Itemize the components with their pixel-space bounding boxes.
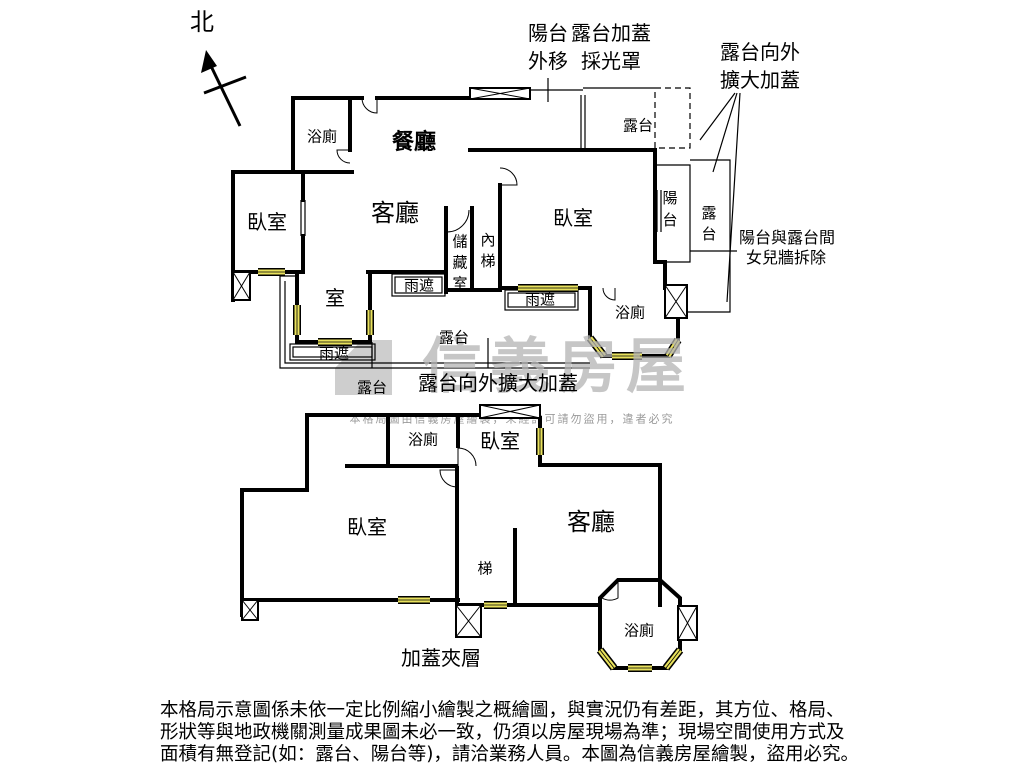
room-label-bedroom: 臥室	[347, 515, 387, 539]
window-box	[479, 404, 541, 419]
window	[664, 337, 682, 359]
callout-terrace-skylight-line1: 露台加蓋	[571, 21, 651, 45]
room-label-bathroom: 浴廁	[614, 303, 646, 322]
window-box	[241, 599, 259, 621]
north-arrow-head	[201, 50, 217, 73]
window-box-cross	[232, 271, 251, 301]
door-swing	[361, 97, 378, 114]
terrace-extended-note: 露台向外擴大加蓋	[418, 371, 578, 395]
room-label-terrace: 露台	[438, 328, 470, 347]
door-swing	[602, 287, 616, 301]
disclaimer-line: 本格局示意圖係未依一定比例縮小繪製之概繪圖，與實況仍有差距，其方位、格局、	[160, 700, 845, 721]
disclaimer-line: 形狀等與地政機關測量成果圖未必一致，仍須以房屋現場為準；現場空間使用方式及	[160, 722, 845, 743]
watermark-brand: 信義房屋	[422, 332, 694, 402]
callout-terrace-skylight-line2: 採光罩	[581, 49, 641, 73]
window-mullion	[599, 649, 615, 669]
room-label-balcony: 陽台	[660, 190, 679, 234]
extension-dashed-outline	[654, 87, 691, 149]
room-label-bedroom: 臥室	[480, 429, 520, 453]
callout-balcony-moved-line2: 外移	[528, 49, 568, 73]
canopy-outline	[391, 273, 446, 297]
room-label-canopy: 雨遮	[403, 276, 435, 295]
mezzanine-caption: 加蓋夾層	[401, 646, 481, 670]
canopy-box-1	[391, 273, 446, 297]
room-label-bedroom: 臥室	[553, 206, 593, 230]
north-arrow-icon	[201, 50, 247, 127]
room-label-stairs: 梯	[477, 559, 493, 578]
door-swing	[457, 447, 477, 467]
callout-balcony-moved-line1: 陽台	[528, 21, 568, 45]
window-box-cross	[664, 284, 688, 319]
window-box-cross	[479, 404, 541, 419]
room-label-storage: 儲藏室	[450, 233, 469, 297]
callout-parapet-removed-line1: 陽台與露台間	[738, 228, 836, 247]
window-mullion	[667, 339, 679, 357]
room-label-canopy: 雨遮	[318, 344, 350, 363]
door-swing	[446, 209, 470, 233]
window-box-cross	[469, 87, 531, 100]
window	[596, 647, 618, 671]
window-box	[232, 271, 251, 301]
disclaimer-line: 面積有無登記(如：露台、陽台等)，請洽業務人員。本圖為信義房屋繪製，盜用必究。	[160, 744, 859, 765]
room-label-bathroom: 浴廁	[306, 127, 338, 146]
window-box	[469, 87, 531, 100]
north-arrow-shaft	[208, 63, 242, 127]
door-swing	[439, 469, 458, 488]
room-label-bedroom: 臥室	[247, 210, 287, 234]
window-box	[664, 284, 688, 319]
window-box-cross	[455, 604, 482, 638]
room-label-bathroom: 浴廁	[407, 430, 439, 449]
window	[586, 335, 608, 359]
window-box	[677, 605, 698, 641]
room-label-terrace: 露台	[699, 205, 718, 247]
room-label-room: 室	[325, 286, 345, 310]
room-label-dining: 餐廳	[391, 130, 437, 155]
room-label-inner-stairs: 內梯	[478, 232, 497, 274]
window	[662, 647, 684, 671]
window-box-cross	[677, 605, 698, 641]
room-label-bathroom: 浴廁	[623, 621, 655, 640]
callout-leader-lines	[547, 78, 741, 303]
north-arrow-crossbar	[203, 75, 247, 95]
window-mullion	[665, 649, 681, 669]
callout-parapet-removed-line2: 女兒牆拆除	[745, 248, 827, 267]
room-label-terrace: 露台	[356, 378, 388, 397]
window-mullion	[589, 337, 605, 357]
canopy-box-2-inner	[507, 292, 576, 308]
door-swing	[499, 167, 518, 186]
canopy-box-1-inner	[394, 276, 443, 294]
room-label-canopy: 雨遮	[524, 290, 556, 309]
room-label-living: 客廳	[371, 199, 419, 227]
door-swing	[336, 149, 351, 164]
window-box-cross	[241, 599, 259, 621]
room-label-terrace: 露台	[622, 116, 654, 135]
window-box	[455, 604, 482, 638]
room-label-living: 客廳	[567, 508, 615, 536]
callout-terrace-extended-line2: 擴大加蓋	[720, 68, 800, 92]
canopy-box-3-inner	[292, 346, 373, 358]
callout-terrace-extended-line1: 露台向外	[720, 40, 800, 64]
north-label: 北	[190, 8, 214, 36]
door-swing	[601, 582, 619, 601]
disclaimer-text: 本格局示意圖係未依一定比例縮小繪製之概繪圖，與實況仍有差距，其方位、格局、 形狀…	[160, 700, 859, 766]
